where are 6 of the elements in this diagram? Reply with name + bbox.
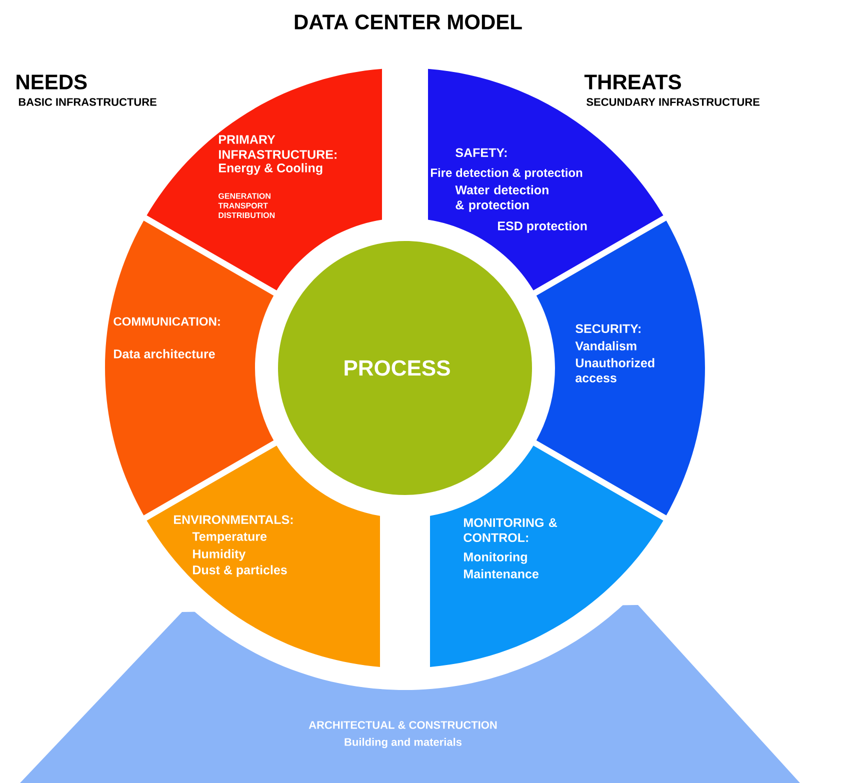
side-heading: NEEDS <box>16 74 87 90</box>
ring-segment: ENVIRONMENTALS: Temperature Humidity Dust & particles <box>146 446 380 667</box>
title: DATA CENTER MODEL <box>294 14 522 30</box>
ring-segment: COMMUNICATION: Data architecture <box>105 220 274 516</box>
ring-segment: MONITORING & CONTROL: Monitoring Maintenance <box>430 446 664 667</box>
foundation-band: ARCHITECTUAL & CONSTRUCTION Building and materials <box>20 604 800 783</box>
